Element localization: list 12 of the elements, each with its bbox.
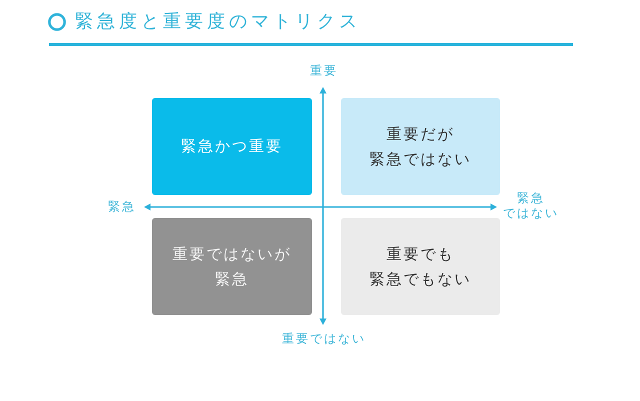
quadrant-label: 緊急かつ重要 — [181, 136, 283, 157]
axis-label: 重要 — [310, 64, 338, 78]
quadrant-box — [341, 98, 500, 195]
quadrant-box — [152, 218, 312, 315]
axis-label: 緊急ではない — [503, 191, 559, 221]
quadrant-label: 重要ではないが緊急 — [172, 244, 292, 290]
title: 緊急度と重要度のマトリクス — [75, 10, 361, 34]
quadrant-label: 重要でも緊急でもない — [370, 244, 472, 290]
quadrant-label: 重要だが緊急ではない — [370, 124, 472, 170]
quadrant-box — [152, 98, 312, 195]
axis-label: 重要ではない — [282, 332, 366, 346]
axis-label: 緊急 — [108, 200, 136, 214]
